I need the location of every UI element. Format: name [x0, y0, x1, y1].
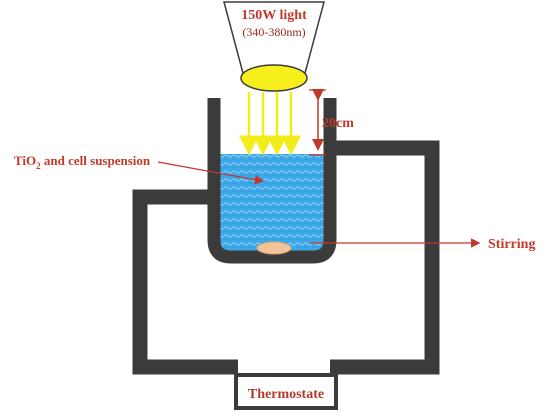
stirring-label: Stirring	[488, 237, 535, 252]
vessel-wall	[207, 98, 337, 264]
thermostat-unit: Thermostate	[234, 373, 338, 410]
suspension-pointer	[157, 161, 265, 185]
lamp-power-label: 150W light	[241, 8, 307, 23]
suspension-label-subscript: 2	[36, 161, 41, 171]
liquid-body	[214, 154, 330, 257]
circulation-tube	[132, 189, 238, 375]
circulation-tube-right	[330, 140, 440, 375]
uv-lamp: 150W light (340-380nm)	[223, 1, 325, 92]
distance-label: 20cm	[322, 116, 354, 131]
thermostat-box	[234, 373, 338, 410]
thermostat-label: Thermostate	[248, 387, 324, 402]
suspension-label-suffix: and cell suspension	[41, 153, 151, 168]
light-rays	[239, 92, 301, 156]
reactor-vessel	[207, 98, 337, 264]
suspension-label: TiO2 and cell suspension	[14, 153, 151, 171]
suspension-label-prefix: TiO	[14, 153, 36, 168]
thermostat-loop	[132, 140, 440, 375]
lamp-face	[240, 64, 308, 92]
suspension-callout: TiO2 and cell suspension	[14, 153, 265, 185]
distance-marker: 20cm	[309, 89, 354, 156]
lamp-wavelength-label: (340-380nm)	[242, 25, 305, 39]
stir-bar	[256, 241, 292, 255]
stirring-callout: Stirring	[310, 237, 535, 252]
